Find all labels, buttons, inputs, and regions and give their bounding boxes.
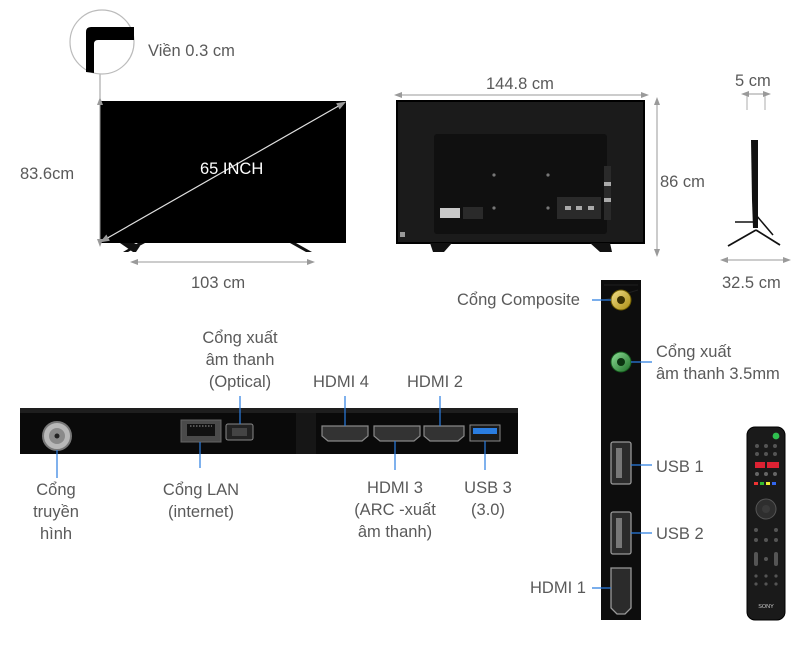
audio-jack-icon [610, 351, 632, 373]
usb1-port-label: USB 1 [656, 458, 704, 476]
screen-diagonal [99, 101, 347, 243]
tv-front-view [69, 9, 347, 265]
back-width-label: 144.8 cm [486, 75, 554, 93]
front-height-label: 83.6cm [20, 165, 75, 183]
remote-control: SONY [746, 426, 786, 621]
bezel-zoom-icon [69, 9, 135, 75]
usb-port-icon [469, 424, 501, 442]
lan-port-label: Cổng LAN (internet) [162, 481, 240, 521]
optical-port-label: Cổng xuất âm thanh (Optical) [202, 329, 278, 391]
remote-brand-text: SONY [758, 604, 774, 610]
side-depth-label: 5 cm [735, 72, 771, 90]
side-ports-strip [592, 280, 652, 620]
hdmi-port-icon [321, 425, 465, 442]
bezel-label: Viền 0.3 cm [148, 42, 235, 60]
screen-size-label: 65 INCH [200, 160, 264, 178]
antenna-port-icon [42, 421, 72, 451]
stand-width-label: 103 cm [191, 274, 246, 292]
lan-port-icon [180, 419, 222, 443]
tv-side-view [720, 91, 791, 263]
composite-port-icon [610, 289, 632, 311]
stand-depth-label: 32.5 cm [722, 274, 781, 292]
hdmi2-port-label: HDMI 2 [407, 373, 463, 391]
hdmi1-port-label: HDMI 1 [530, 579, 586, 597]
tv-back-view [394, 92, 660, 257]
composite-port-label: Cổng Composite [457, 291, 580, 309]
bottom-ports-strip [20, 396, 518, 478]
back-height-label: 86 cm [660, 173, 705, 191]
usb2-port-label: USB 2 [656, 525, 704, 543]
hdmi4-port-label: HDMI 4 [313, 373, 369, 391]
hdmi3-port-label: HDMI 3 (ARC -xuất âm thanh) [354, 479, 436, 541]
usb3-port-label: USB 3 (3.0) [464, 479, 512, 519]
audio-35-port-label: Cổng xuất âm thanh 3.5mm [656, 343, 780, 383]
antenna-port-label: Cổng truyền hình [33, 481, 79, 543]
hdmi-port-icon [610, 567, 632, 615]
optical-port-icon [225, 423, 254, 441]
